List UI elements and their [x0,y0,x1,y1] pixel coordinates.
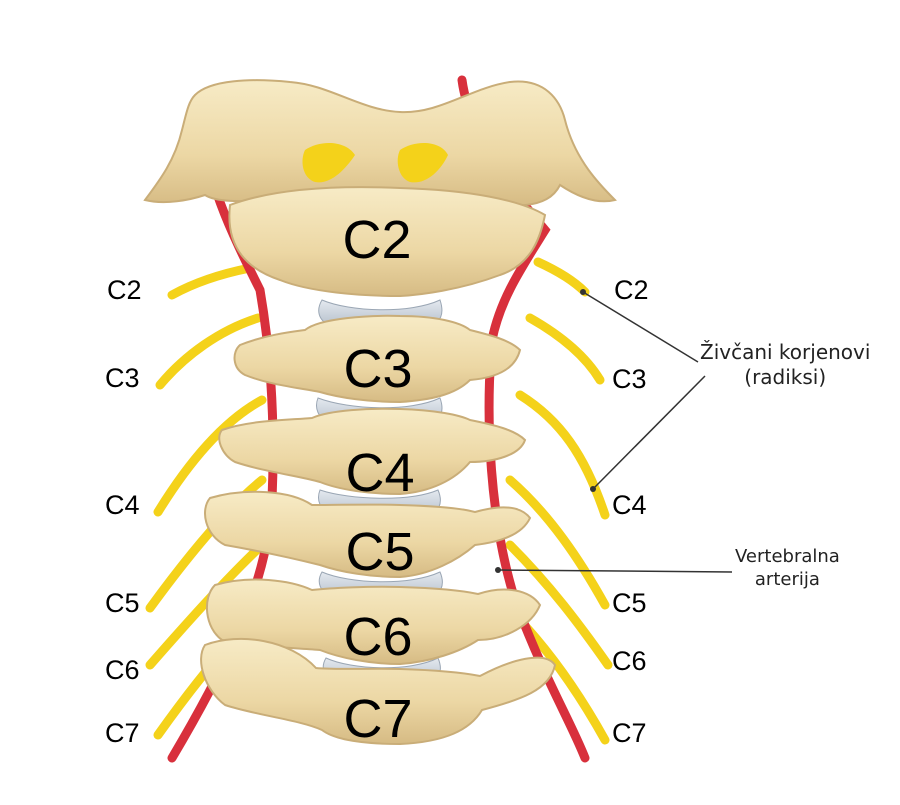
leader-artery [497,569,733,573]
annotation-nerve-roots-line2: (radiksi) [744,365,827,389]
nerve-root-left-c3 [155,313,263,390]
nerve-root-left-c6 [145,540,267,670]
annotation-artery-line2: arterija [754,568,820,590]
vertebra-c5 [204,490,532,579]
vertebra-label-c4: C4 [345,443,415,503]
nerve-root-left-c2 [167,263,255,300]
right-root-label-c6: C6 [612,646,647,676]
leader-nerve-root-upper [582,291,699,363]
vertebra-label-c5: C5 [345,522,415,582]
annotation-nerve-roots-line1: Živčani korjenovi [700,340,871,364]
left-root-label-c7: C7 [105,718,140,748]
vertebra-label-c3: C3 [343,339,413,399]
nerve-root-left-c4 [153,395,267,517]
leader-nerve-root-lower [592,375,706,490]
vertebra-c7 [200,637,557,746]
left-root-label-c2: C2 [107,275,142,305]
vertebra-label-c2: C2 [342,210,412,270]
atlas-foramina [302,143,448,183]
leader-lines [497,291,733,573]
nerve-root-right-c3 [525,313,605,385]
right-root-label-c7: C7 [612,718,647,748]
right-root-label-c2: C2 [614,275,649,305]
left-root-label-c3: C3 [105,363,140,393]
left-root-label-c4: C4 [105,490,140,520]
annotation-artery-line1: Vertebralna [735,546,840,567]
atlas-c1 [143,79,617,207]
vertebra-body-c2 [228,186,547,298]
annotation-vertebral-artery: Vertebralna arterija [735,546,840,591]
vertebra-c4 [218,407,527,496]
leader-dots [495,289,596,573]
vertebra-c3 [233,314,522,404]
right-root-label-c4: C4 [612,490,647,520]
vertebra-label-c6: C6 [343,607,413,667]
vertebra-label-c7: C7 [343,689,413,749]
nerve-root-right-c5 [505,475,610,610]
left-root-label-c5: C5 [105,588,140,618]
nerve-root-right-c4 [515,390,610,520]
right-root-label-c5: C5 [612,588,647,618]
left-root-label-c6: C6 [105,655,140,685]
right-root-label-c3: C3 [612,364,647,394]
nerve-root-right-c6 [505,540,613,670]
annotation-nerve-roots: Živčani korjenovi (radiksi) [700,340,870,390]
nerve-root-right-c2 [533,257,590,297]
